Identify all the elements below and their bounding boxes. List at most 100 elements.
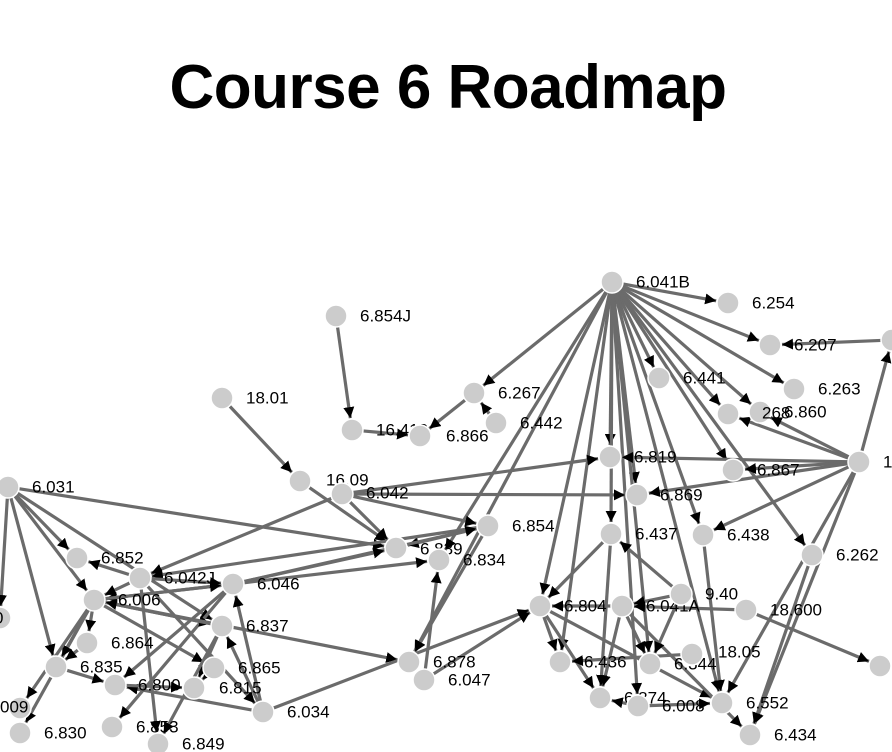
node-circle[interactable] [0,475,20,499]
node-circle[interactable] [548,650,572,674]
graph-node-6.042[interactable]: 6.042 [330,482,409,506]
graph-node-6.434[interactable]: 6.434 [738,723,817,747]
graph-node-R1[interactable]: 1 [847,450,892,474]
graph-node-18.01[interactable]: 18.01 [210,386,289,410]
graph-node-R2[interactable] [880,328,892,352]
graph-node-6.854[interactable]: 6.854 [476,514,555,538]
node-circle[interactable] [716,402,740,426]
node-circle[interactable] [82,588,106,612]
node-circle[interactable] [647,366,671,390]
node-circle[interactable] [340,418,364,442]
node-circle[interactable] [0,606,12,630]
graph-node-6.835[interactable]: 6.835 [44,655,123,679]
node-circle[interactable] [397,650,421,674]
graph-node-6.042J[interactable]: 6.042J [128,566,215,590]
node-circle[interactable] [758,333,782,357]
graph-node-16.09[interactable]: 16.09 [288,469,369,493]
node-circle[interactable] [427,548,451,572]
node-circle[interactable] [599,522,623,546]
node-circle[interactable] [146,732,170,752]
graph-node-6.839[interactable]: 6.839 [384,536,463,560]
graph-node-6.865[interactable]: 6.865 [202,656,281,680]
node-circle[interactable] [625,483,649,507]
graph-node-6.804[interactable]: 6.804 [528,594,607,618]
graph-node-6.034[interactable]: 6.034 [251,700,330,724]
graph-node-6.437[interactable]: 6.437 [599,522,678,546]
node-circle[interactable] [710,691,734,715]
node-circle[interactable] [8,696,32,720]
node-circle[interactable] [680,642,704,666]
graph-node-6.869[interactable]: 6.869 [625,483,703,507]
node-circle[interactable] [638,652,662,676]
node-circle[interactable] [716,291,740,315]
graph-node-6.878[interactable]: 6.878 [397,650,476,674]
graph-node-6.267[interactable]: 6.267 [462,381,541,405]
node-circle[interactable] [800,543,824,567]
graph-node-6.262[interactable]: 6.262 [800,543,879,567]
graph-node-6.860[interactable]: 6.860 [748,400,827,424]
graph-node-6.344[interactable]: 6.344 [638,652,717,676]
graph-node-6.867[interactable]: 6.867 [721,458,800,482]
node-circle[interactable] [748,400,772,424]
node-circle[interactable] [476,514,500,538]
node-circle[interactable] [202,656,226,680]
node-circle[interactable] [182,676,206,700]
graph-node-6.438[interactable]: 6.438 [691,523,770,547]
graph-node-L009[interactable]: 009 [0,696,32,720]
node-circle[interactable] [484,411,508,435]
node-circle[interactable] [330,482,354,506]
node-circle[interactable] [324,304,348,328]
node-circle[interactable] [384,536,408,560]
graph-node-6.046[interactable]: 6.046 [221,572,300,596]
node-circle[interactable] [128,566,152,590]
graph-node-6.837[interactable]: 6.837 [210,614,289,638]
graph-node-18.600[interactable]: 18.600 [734,598,822,622]
node-circle[interactable] [721,458,745,482]
graph-node-6.800[interactable]: 6.800 [103,673,181,697]
graph-node-6.254[interactable]: 6.254 [716,291,795,315]
graph-node-6.041B[interactable]: 6.041B [600,270,690,294]
node-circle[interactable] [75,631,99,655]
graph-node-6.006[interactable]: 6.006 [82,588,161,612]
graph-node-6.852[interactable]: 6.852 [65,546,144,570]
node-circle[interactable] [738,723,762,747]
node-circle[interactable] [782,377,806,401]
node-circle[interactable] [626,694,650,718]
node-circle[interactable] [210,614,234,638]
graph-node-6.008[interactable]: 6.008 [626,694,705,718]
node-circle[interactable] [588,686,612,710]
node-circle[interactable] [691,523,715,547]
graph-node-6.866[interactable]: 6.866 [408,424,489,448]
graph-node-6.864[interactable]: 6.864 [75,631,154,655]
graph-node-6.854J[interactable]: 6.854J [324,304,411,328]
graph-node-6.442[interactable]: 6.442 [484,411,563,435]
graph-node-9.40[interactable]: 9.40 [669,582,738,606]
node-circle[interactable] [8,721,32,745]
node-circle[interactable] [462,381,486,405]
node-circle[interactable] [210,386,234,410]
node-circle[interactable] [251,700,275,724]
node-circle[interactable] [734,598,758,622]
node-circle[interactable] [408,424,432,448]
node-circle[interactable] [847,450,871,474]
graph-node-18.05[interactable]: 18.05 [680,642,761,666]
graph-node-6.834[interactable]: 6.834 [427,548,506,572]
graph-node-6.853[interactable]: 6.853 [100,715,179,739]
node-circle[interactable] [880,328,892,352]
graph-node-6.552[interactable]: 6.552 [710,691,789,715]
node-circle[interactable] [412,668,436,692]
node-circle[interactable] [44,655,68,679]
node-circle[interactable] [221,572,245,596]
graph-node-6.849[interactable]: 6.849 [146,732,225,752]
graph-node-B1[interactable] [868,654,892,678]
node-circle[interactable] [598,445,622,469]
graph-node-6.268[interactable]: 268 [716,402,790,426]
graph-node-6.815[interactable]: 6.815 [182,676,262,700]
graph-node-L0[interactable]: 0 [0,606,12,630]
graph-node-6.207[interactable]: 6.207 [758,333,837,357]
graph-node-6.047[interactable]: 6.047 [412,668,491,692]
node-circle[interactable] [65,546,89,570]
node-circle[interactable] [528,594,552,618]
node-circle[interactable] [103,673,127,697]
graph-node-6.441[interactable]: 6.441 [647,366,726,390]
